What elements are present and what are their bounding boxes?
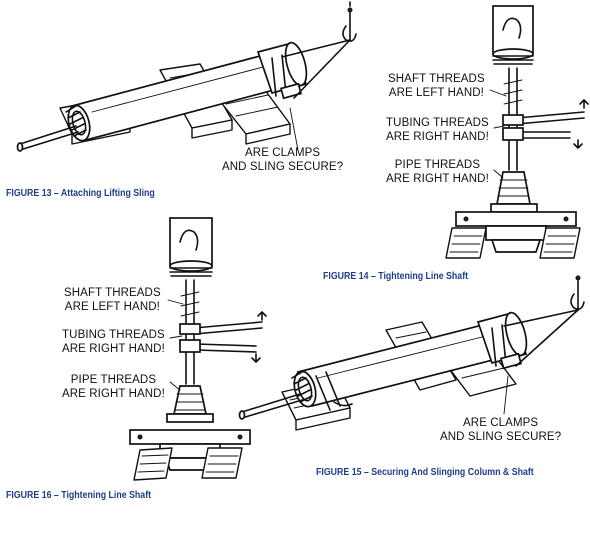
figure-16-illustration (129, 217, 267, 481)
fig15-shaft (238, 393, 303, 420)
fig14-callout-pipe-threads: PIPE THREADS ARE RIGHT HAND! (386, 158, 489, 186)
figure-15-caption: FIGURE 15 – Securing And Slinging Column… (316, 467, 534, 478)
fig14-callout-tubing-line1: TUBING THREADS (386, 117, 489, 129)
figure-13-illustration (16, 1, 357, 152)
fig14-callout-leaders (489, 89, 507, 179)
fig14-callout-shaft-line2: ARE LEFT HAND! (388, 87, 484, 99)
fig14-callout-tubing-line2: ARE RIGHT HAND! (386, 131, 489, 143)
fig15-callout-line2: AND SLING SECURE? (440, 431, 562, 443)
fig14-wrenches (502, 99, 589, 149)
fig13-callout-leader (289, 107, 299, 151)
fig13-callout-line2: AND SLING SECURE? (222, 161, 344, 173)
fig16-wrenches (179, 311, 267, 363)
fig16-wood-blocks (133, 447, 243, 481)
fig16-bowl (166, 385, 214, 423)
fig16-callout-tubing-line1: TUBING THREADS (62, 329, 165, 341)
fig13-column-pipe (65, 41, 308, 142)
fig14-bowl (490, 171, 538, 213)
fig16-callout-shaft-line2: ARE LEFT HAND! (64, 301, 160, 313)
figure-13-caption: FIGURE 13 – Attaching Lifting Sling (6, 188, 155, 199)
figure-14-illustration (445, 5, 589, 259)
fig13-sling (281, 1, 357, 99)
fig14-base (455, 211, 577, 253)
fig13-callout-clamps: ARE CLAMPS AND SLING SECURE? (222, 146, 343, 174)
fig13-callout-line1: ARE CLAMPS (245, 147, 321, 159)
fig14-callout-tubing-threads: TUBING THREADS ARE RIGHT HAND! (386, 116, 489, 144)
fig15-sling (503, 275, 585, 367)
fig16-callout-leaders (167, 299, 184, 391)
fig14-callout-shaft-line1: SHAFT THREADS (388, 73, 485, 85)
fig14-wood-blocks (445, 227, 581, 259)
fig16-callout-pipe-threads: PIPE THREADS ARE RIGHT HAND! (62, 373, 165, 401)
figure-14-caption: FIGURE 14 – Tightening Line Shaft (323, 271, 469, 282)
fig16-callout-tubing-threads: TUBING THREADS ARE RIGHT HAND! (62, 328, 165, 356)
fig16-callout-pipe-line1: PIPE THREADS (70, 374, 157, 386)
fig14-callout-pipe-line2: ARE RIGHT HAND! (386, 173, 489, 185)
fig13-shaft (16, 125, 79, 152)
fig15-callout-leader (503, 375, 509, 415)
fig16-callout-shaft-threads: SHAFT THREADS ARE LEFT HAND! (64, 286, 161, 314)
fig16-callout-tubing-line2: ARE RIGHT HAND! (62, 343, 165, 355)
fig14-callout-shaft-threads: SHAFT THREADS ARE LEFT HAND! (388, 72, 485, 100)
figure-15-illustration (238, 275, 585, 431)
fig16-callout-pipe-line2: ARE RIGHT HAND! (62, 388, 165, 400)
fig15-callout-line1: ARE CLAMPS (463, 417, 539, 429)
fig15-callout-clamps: ARE CLAMPS AND SLING SECURE? (440, 416, 561, 444)
fig15-column-pipe (291, 311, 528, 411)
fig14-top-pipe (492, 5, 534, 65)
figure-16-caption: FIGURE 16 – Tightening Line Shaft (6, 490, 152, 501)
fig14-callout-pipe-line1: PIPE THREADS (394, 159, 481, 171)
fig16-callout-shaft-line1: SHAFT THREADS (64, 287, 161, 299)
fig16-top-pipe (169, 217, 213, 277)
